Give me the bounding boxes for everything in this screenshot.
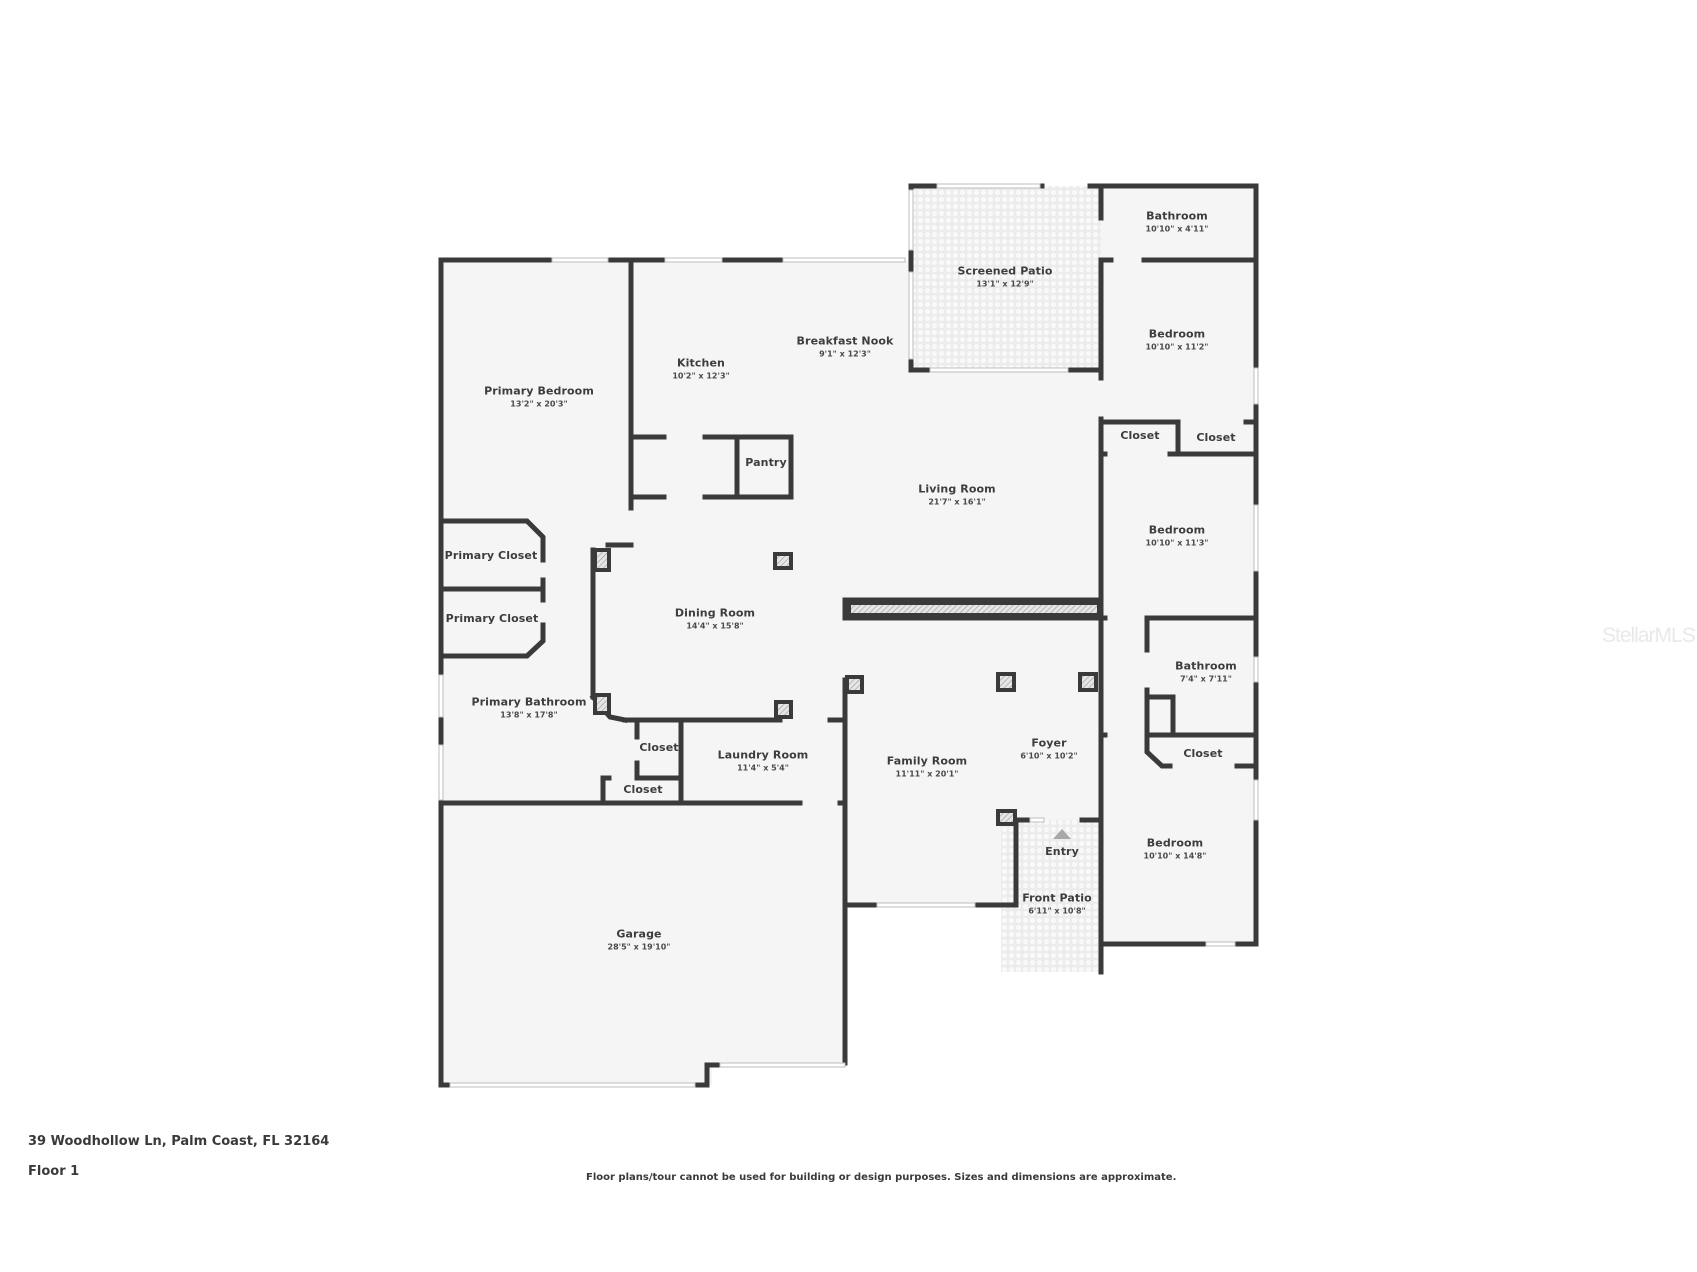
room-screened-patio: Screened Patio 13'1" x 12'9" — [958, 265, 1053, 290]
room-dims: 21'7" x 16'1" — [928, 497, 986, 507]
room-name: Bathroom — [1146, 209, 1208, 223]
room-name: Primary Closet — [444, 549, 538, 562]
room-dims: 9'1" x 12'3" — [819, 349, 871, 359]
room-name: Garage — [616, 927, 662, 941]
garage-floor — [441, 803, 845, 1085]
room-closet-a: Closet — [1120, 429, 1159, 443]
floor-fills — [441, 186, 1256, 1085]
room-primary-closet-a: Primary Closet — [445, 549, 538, 563]
room-dims: 28'5" x 19'10" — [607, 942, 671, 952]
room-dims: 10'10" x 11'2" — [1145, 342, 1209, 352]
right-wing-floor — [1101, 186, 1256, 944]
room-name: Closet — [1183, 747, 1223, 760]
columns — [593, 548, 1101, 826]
room-name: Family Room — [886, 754, 968, 768]
room-name: Closet — [639, 741, 679, 754]
room-breakfast-nook: Breakfast Nook 9'1" x 12'3" — [797, 335, 894, 360]
room-primary-closet-b: Primary Closet — [446, 612, 539, 626]
room-name: Bathroom — [1175, 659, 1237, 673]
room-name: Dining Room — [674, 606, 756, 620]
room-primary-bedroom: Primary Bedroom 13'2" x 20'3" — [484, 385, 594, 410]
room-garage: Garage 28'5" x 19'10" — [608, 928, 671, 953]
room-bedroom-south: Bedroom 10'10" x 14'8" — [1144, 837, 1207, 862]
room-bathroom-north: Bathroom 10'10" x 4'11" — [1146, 210, 1209, 235]
room-name: Foyer — [1031, 736, 1067, 750]
room-closet-bedroom-south: Closet — [1183, 747, 1222, 761]
entry-arrow-icon — [1053, 829, 1071, 839]
room-name: Primary Bedroom — [484, 384, 594, 398]
room-name: Entry — [1045, 845, 1079, 858]
disclaimer-text: Floor plans/tour cannot be used for buil… — [586, 1172, 1177, 1183]
room-bathroom-south: Bathroom 7'4" x 7'11" — [1175, 660, 1237, 685]
room-dims: 11'11" x 20'1" — [895, 769, 959, 779]
room-bedroom-north: Bedroom 10'10" x 11'2" — [1146, 328, 1209, 353]
room-closet-laundry: Closet — [639, 741, 678, 755]
room-name: Pantry — [745, 456, 787, 469]
room-name: Screened Patio — [957, 264, 1053, 278]
room-dining-room: Dining Room 14'4" x 15'8" — [675, 607, 755, 632]
room-name: Laundry Room — [717, 748, 809, 762]
screened-patio-tile — [911, 186, 1101, 370]
room-pantry: Pantry — [745, 456, 786, 470]
watermark-logo: StellarMLS — [1602, 624, 1696, 647]
room-name: Closet — [1120, 429, 1160, 442]
room-dims: 10'2" x 12'3" — [672, 371, 730, 381]
room-dims: 13'2" x 20'3" — [510, 399, 568, 409]
room-dims: 13'1" x 12'9" — [976, 279, 1034, 289]
room-name: Bedroom — [1148, 327, 1206, 341]
windows — [438, 183, 1259, 1088]
room-name: Bedroom — [1148, 523, 1206, 537]
room-name: Closet — [1196, 431, 1236, 444]
floor-label: Floor 1 — [28, 1164, 80, 1179]
room-front-patio: Front Patio 6'11" x 10'8" — [1022, 892, 1092, 917]
room-living-room: Living Room 21'7" x 16'1" — [918, 483, 995, 508]
room-name: Bedroom — [1146, 836, 1204, 850]
room-bedroom-middle: Bedroom 10'10" x 11'3" — [1146, 524, 1209, 549]
room-entry: Entry — [1045, 845, 1079, 859]
room-dims: 7'4" x 7'11" — [1180, 674, 1232, 684]
room-dims: 11'4" x 5'4" — [737, 763, 789, 773]
room-name: Closet — [623, 783, 663, 796]
room-dims: 6'10" x 10'2" — [1020, 751, 1078, 761]
room-dims: 6'11" x 10'8" — [1028, 906, 1086, 916]
room-foyer: Foyer 6'10" x 10'2" — [1020, 737, 1077, 762]
room-primary-bathroom: Primary Bathroom 13'8" x 17'8" — [471, 696, 586, 721]
room-name: Breakfast Nook — [796, 334, 894, 348]
room-dims: 10'10" x 14'8" — [1143, 851, 1207, 861]
room-closet-b: Closet — [1196, 431, 1235, 445]
room-laundry-room: Laundry Room 11'4" x 5'4" — [718, 749, 809, 774]
property-address: 39 Woodhollow Ln, Palm Coast, FL 32164 — [28, 1134, 330, 1149]
room-kitchen: Kitchen 10'2" x 12'3" — [672, 357, 729, 382]
laundry-floor — [631, 720, 845, 803]
room-name: Living Room — [918, 482, 996, 496]
room-dims: 10'10" x 11'3" — [1145, 538, 1209, 548]
room-dims: 10'10" x 4'11" — [1145, 224, 1209, 234]
room-dims: 14'4" x 15'8" — [686, 621, 744, 631]
room-closet-hall: Closet — [623, 783, 662, 797]
room-name: Front Patio — [1022, 891, 1092, 905]
room-name: Primary Closet — [445, 612, 539, 625]
room-dims: 13'8" x 17'8" — [500, 710, 558, 720]
room-name: Primary Bathroom — [471, 695, 587, 709]
room-family-room: Family Room 11'11" x 20'1" — [887, 755, 967, 780]
room-name: Kitchen — [677, 356, 725, 370]
